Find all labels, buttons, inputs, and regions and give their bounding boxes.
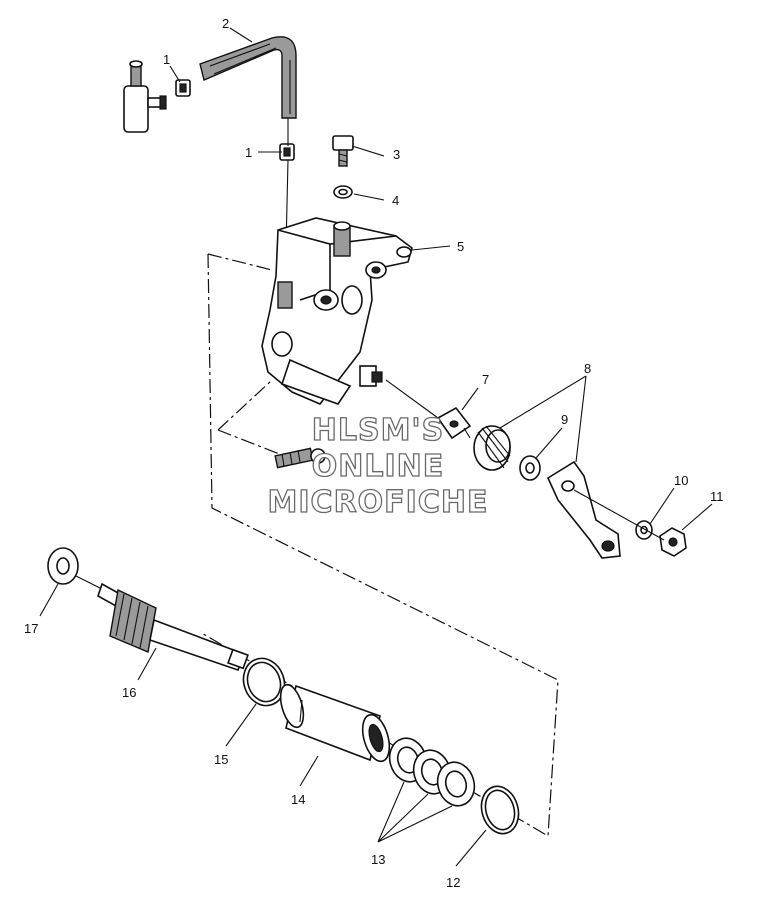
part-14-sleeve — [279, 683, 391, 763]
callout-16: 16 — [122, 685, 136, 700]
callout-15: 15 — [214, 752, 228, 767]
callout-14: 14 — [291, 792, 305, 807]
pump-lever — [546, 460, 621, 559]
callout-17: 17 — [24, 621, 38, 636]
callout-3: 3 — [393, 147, 400, 162]
part-7-coupling — [385, 379, 472, 440]
part-13-shims — [388, 737, 476, 807]
part-2-hose — [199, 36, 297, 249]
watermark: HLSM'S ONLINE MICROFICHE — [267, 412, 489, 520]
part-16-drive-gear — [75, 575, 249, 672]
callout-8: 8 — [584, 361, 591, 376]
part-4-washer — [333, 185, 353, 199]
callout-13: 13 — [371, 852, 385, 867]
part-8-spring — [463, 425, 511, 471]
watermark-line-2: ONLINE — [312, 449, 445, 484]
sensor-unit — [123, 60, 167, 133]
part-1-clamp-upper — [175, 79, 191, 97]
watermark-line-3: MICROFICHE — [268, 485, 489, 520]
callout-11: 11 — [710, 489, 724, 504]
part-3-bolt — [332, 135, 354, 167]
watermark-line-1: HLSM'S — [312, 413, 444, 448]
part-9-washer — [519, 455, 541, 481]
callout-12: 12 — [446, 875, 460, 890]
part-15-o-ring — [242, 657, 286, 707]
callout-7: 7 — [482, 372, 489, 387]
callout-1-upper: 1 — [163, 52, 170, 67]
callout-10: 10 — [674, 473, 688, 488]
callout-9: 9 — [561, 412, 568, 427]
leader-lines — [39, 27, 713, 867]
mounting-screw — [274, 447, 326, 469]
callout-2: 2 — [222, 16, 229, 31]
part-17-washer — [47, 547, 79, 585]
part-1-clamp-lower — [279, 143, 295, 161]
part-11-nut — [659, 527, 687, 557]
callout-labels: 1 1 2 3 4 5 7 8 9 10 11 12 13 14 15 16 1… — [24, 16, 724, 890]
callout-5: 5 — [457, 239, 464, 254]
callout-4: 4 — [392, 193, 399, 208]
callout-1-lower: 1 — [245, 145, 252, 160]
part-5-oil-pump — [261, 217, 413, 405]
part-12-o-ring — [480, 785, 520, 835]
